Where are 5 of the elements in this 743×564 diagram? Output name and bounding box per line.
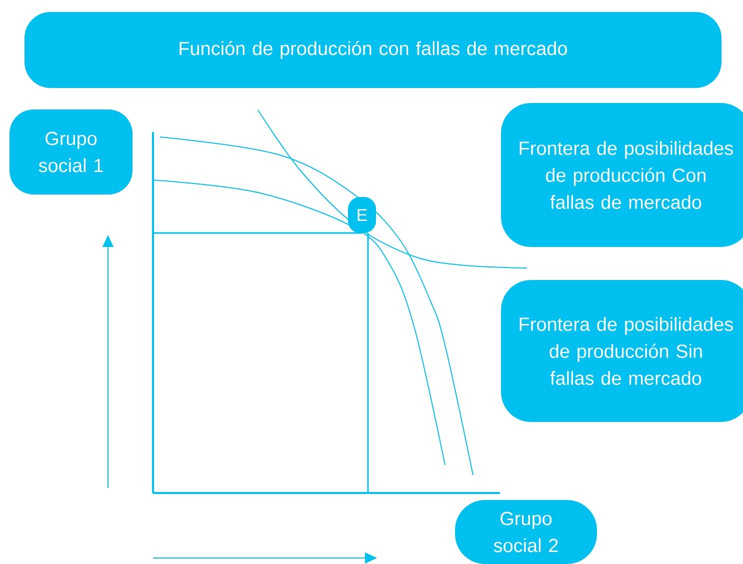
title-box: Función de producción con fallas de mercado bbox=[24, 12, 722, 88]
label-box: Grupo social 2 bbox=[455, 500, 597, 564]
label-box: Frontera de posibilidades de producción Sin fallas de mercado bbox=[501, 280, 743, 422]
label-box: Frontera de posibilidades de producción Con fallas de mercado bbox=[501, 103, 743, 247]
label-box: Grupo social 1 bbox=[10, 110, 132, 194]
